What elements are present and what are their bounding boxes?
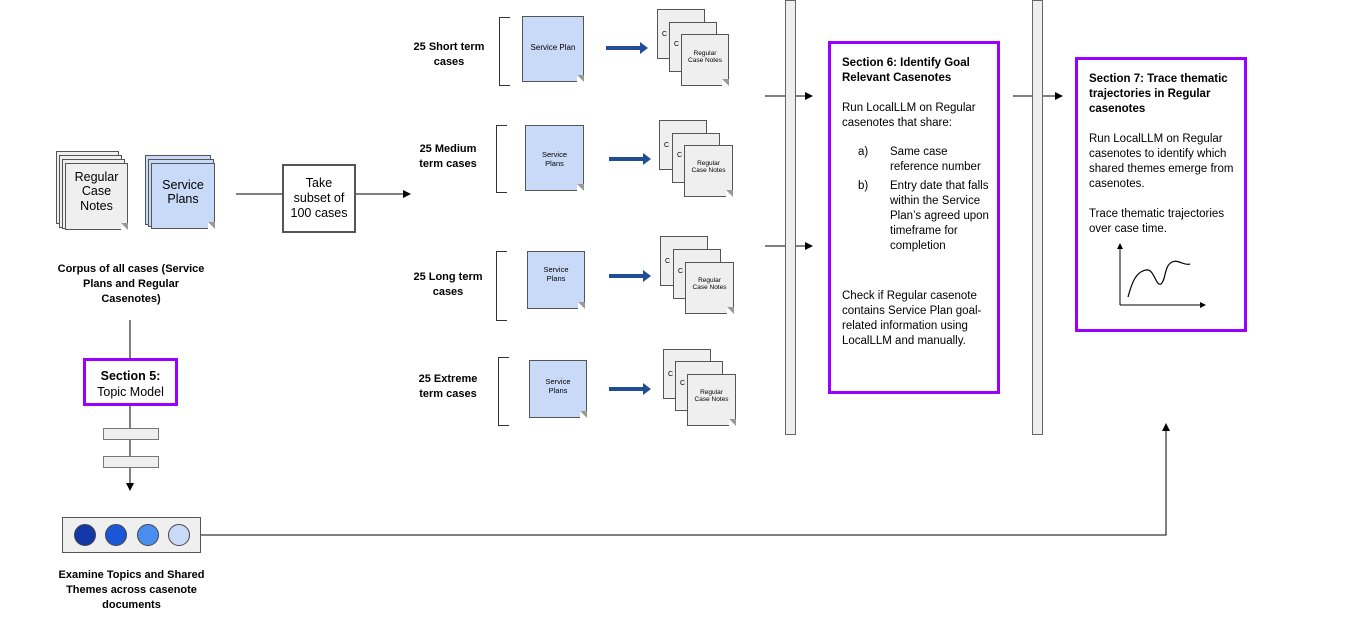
group-medium-notes-front: Regular Case Notes [684,145,733,197]
service-plans-document: Service Plans [151,163,215,229]
corpus-caption: Corpus of all cases (Service Plans and R… [57,263,205,305]
group-short-arrow [606,42,648,54]
topic-bar-2 [103,456,159,468]
group-extreme-notes-front: Regular Case Notes [687,374,736,426]
section5-subtitle: Topic Model [97,385,164,399]
trajectory-sketch-icon [1117,243,1206,308]
group-extreme-plan-label: Service Plans [545,377,571,395]
topics-box [62,517,201,553]
group-medium-bracket [496,125,507,193]
section5-title: Section 5: [100,369,161,383]
group-long-arrow [609,270,651,282]
section6-title: Section 6: Identify Goal Relevant Caseno… [842,57,970,84]
topics-caption: Examine Topics and Shared Themes across … [58,569,205,611]
section6-item-b-text: Entry date that falls within the Service… [890,180,989,252]
section5-box: Section 5: Topic Model [83,358,178,406]
group-medium-notes-label: Regular Case Notes [691,160,726,175]
group-short-label: 25 Short term cases [413,41,485,68]
topic-circle-1 [74,524,96,546]
topic-circle-4 [168,524,190,546]
section7-para1: Run LocalLLM on Regular casenotes to ide… [1089,133,1234,190]
group-long-service-plan: Service Plans [527,251,585,309]
group-long-label: 25 Long term cases [413,271,483,298]
group-short-notes-front: Regular Case Notes [681,34,729,86]
topic-circle-3 [137,524,159,546]
group-short-notes-label: Regular Case Notes [688,50,722,65]
group-long-notes-front: Regular Case Notes [685,262,734,314]
group-medium-plan-label: Service Plans [541,150,567,168]
vertical-bar-1 [785,0,796,435]
group-medium-label: 25 Medium term cases [419,143,477,170]
case-notes-label: Regular Case Notes [74,170,119,213]
section6-item-a-text: Same case reference number [890,146,981,173]
group-extreme-arrow [609,383,651,395]
group-extreme-bracket [498,357,509,426]
group-long-plan-label: Service Plans [543,265,569,283]
group-short-service-plan: Service Plan [522,16,584,82]
group-short-plan-label: Service Plan [530,43,576,52]
group-extreme-label: 25 Extreme term cases [418,373,478,400]
topic-bar-1 [103,428,159,440]
section7-title: Section 7: Trace thematic trajectories i… [1089,73,1228,115]
section6-check: Check if Regular casenote contains Servi… [842,290,982,347]
group-extreme-notes-label: Regular Case Notes [694,389,729,404]
group-medium-service-plan: Service Plans [525,125,584,191]
service-plans-label: Service Plans [162,178,204,207]
section6-box: Section 6: Identify Goal Relevant Caseno… [828,41,1000,394]
group-short-bracket [499,17,510,86]
group-long-bracket [496,251,507,321]
section7-box: Section 7: Trace thematic trajectories i… [1075,57,1247,332]
group-long-notes-label: Regular Case Notes [692,277,727,292]
section6-intro: Run LocalLLM on Regular casenotes that s… [842,102,976,129]
subset-box: Take subset of 100 cases [282,164,356,233]
topic-circle-2 [105,524,127,546]
section6-item-b-marker: b) [858,180,869,192]
group-extreme-service-plan: Service Plans [529,360,587,418]
section7-para2: Trace thematic trajectories over case ti… [1089,208,1225,235]
vertical-bar-2 [1032,0,1043,435]
section6-item-a-marker: a) [858,146,869,158]
case-notes-document: Regular Case Notes [65,163,128,230]
group-medium-arrow [609,153,651,165]
topics-to-section7-line [201,423,1170,536]
